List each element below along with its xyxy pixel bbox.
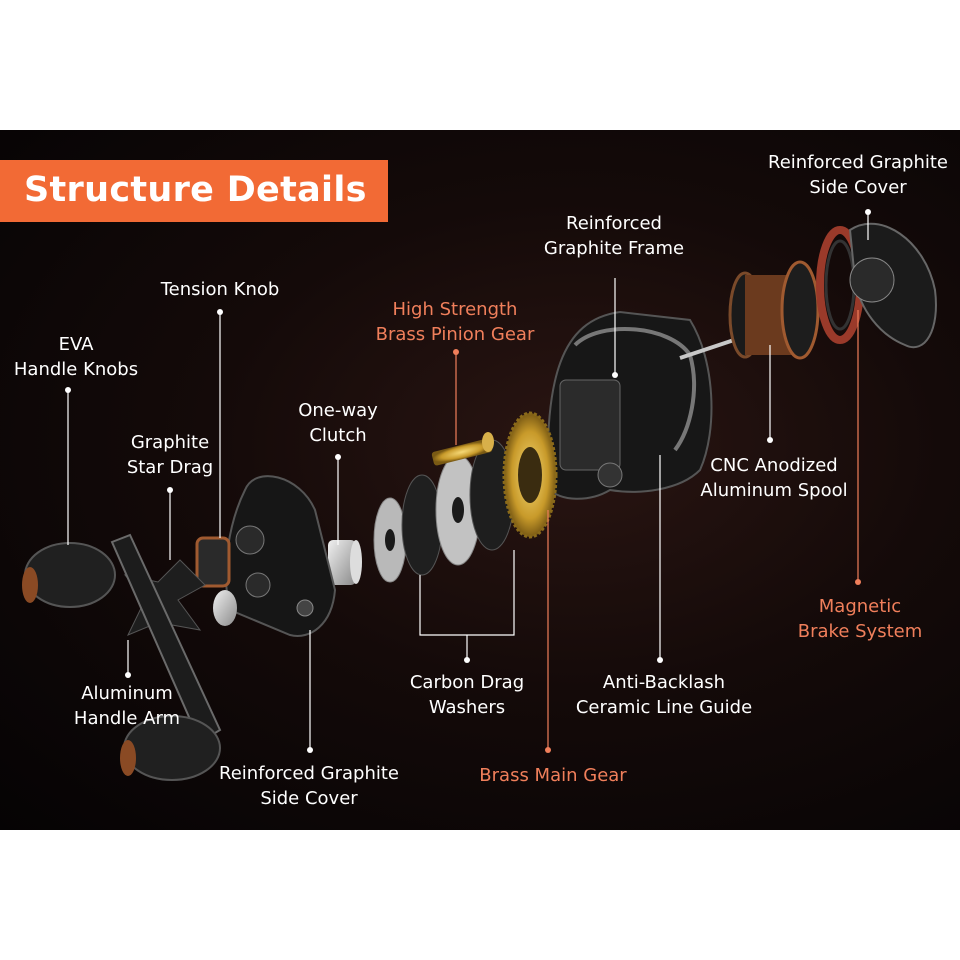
label-tension-knob: Tension Knob [160, 279, 280, 300]
brass-pinion-gear [431, 432, 494, 466]
accent-leader-dots [453, 349, 861, 753]
graphite-frame [546, 310, 713, 500]
title-banner: Structure Details [0, 160, 388, 222]
leader-lines [67, 212, 869, 750]
side-cover-right [848, 222, 937, 348]
aluminum-spool [728, 260, 820, 360]
one-way-clutch [328, 540, 362, 585]
brass-main-gear [502, 411, 558, 539]
handle-knobs [22, 542, 221, 781]
banner-title: Structure Details [24, 170, 367, 210]
reel-exploded-diagram [22, 209, 937, 781]
line-guide-rod [679, 336, 741, 360]
side-cover-left [225, 475, 337, 637]
accent-leader-lines [455, 310, 859, 750]
tension-knob [195, 536, 231, 588]
leader-dots [65, 209, 871, 753]
drag-washers [373, 439, 536, 583]
handle-arm [110, 533, 222, 744]
label-main-gear: Brass Main Gear [479, 765, 627, 786]
